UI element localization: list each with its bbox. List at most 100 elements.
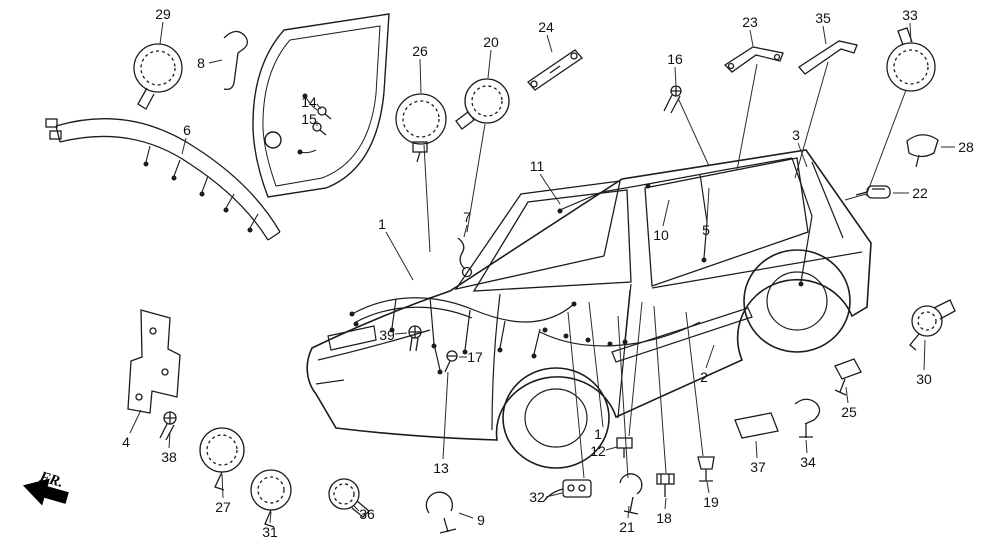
leader-line [423, 144, 431, 253]
part-number-label: 1 [378, 216, 386, 232]
leader-line [539, 173, 561, 205]
leader-line [567, 311, 585, 479]
part-number-label: 24 [538, 19, 554, 35]
rear-wheel [743, 249, 851, 353]
leader-line [865, 89, 907, 197]
fr-arrow-icon [22, 478, 69, 506]
part-29-ring-clamp [133, 43, 183, 110]
part-number-label: 3 [792, 127, 800, 143]
parts [127, 27, 956, 534]
leader-line [168, 431, 171, 449]
leader-line [546, 34, 553, 53]
part-17-bolt [444, 350, 458, 373]
part-number-label: 27 [215, 499, 231, 515]
part-number-label: 28 [958, 139, 974, 155]
windshield [454, 180, 621, 290]
part-number-label: 5 [702, 222, 710, 238]
leader-line [664, 497, 667, 510]
part-26-ring-clamp [395, 93, 447, 163]
part-number-label: 2 [700, 369, 708, 385]
leader-line [909, 22, 912, 43]
door-front-seam [491, 293, 501, 431]
part-21-hook-clamp [619, 473, 643, 515]
part-16-bolt [663, 85, 682, 114]
part-number-label: 9 [477, 512, 485, 528]
part-number-label: 10 [653, 227, 669, 243]
part-24-strap-bracket [527, 49, 583, 91]
headlight [327, 325, 377, 351]
part-7-sub-wire [457, 237, 473, 278]
leader-line [749, 29, 754, 47]
part-8-hook-clip [223, 30, 249, 91]
roof-harness [559, 157, 813, 283]
part-number-label: 14 [301, 94, 317, 110]
part-number-label: 15 [301, 111, 317, 127]
part-number-label: 31 [262, 524, 278, 540]
part-36-ring-clamp [328, 478, 370, 518]
part-number-label: 17 [467, 349, 483, 365]
leader-line [706, 481, 710, 494]
leader-line [628, 301, 643, 437]
leader-line [706, 187, 710, 222]
leader-line [545, 492, 563, 498]
leader-line [662, 199, 670, 227]
leader-line [487, 49, 492, 79]
leader-line [923, 339, 926, 371]
part-number-label: 36 [359, 506, 375, 522]
leader-line [805, 439, 808, 454]
leader-line [674, 66, 677, 86]
bumper-line [315, 379, 345, 385]
part-37-pad [734, 412, 779, 439]
leader-line [181, 137, 187, 155]
part-33-ring-clamp [886, 27, 936, 92]
part-number-label: 13 [433, 460, 449, 476]
part-number-label: 18 [656, 510, 672, 526]
part-number-label: 20 [483, 34, 499, 50]
leader-line [797, 142, 808, 168]
leader-line [159, 21, 164, 45]
leader-line [419, 58, 422, 94]
part-number-label: 34 [800, 454, 816, 470]
leader-line [677, 97, 710, 167]
part-number-label: 11 [530, 158, 545, 174]
part-number-label: 21 [619, 519, 635, 535]
part-number-label: 6 [183, 122, 191, 138]
leader-line [352, 504, 360, 512]
leader-line [845, 386, 849, 404]
leader-line [736, 63, 758, 171]
part-12-clip [616, 437, 633, 458]
leader-line [617, 315, 629, 479]
belt-line [651, 251, 863, 289]
front-wheel [502, 367, 610, 469]
part-number-label: 35 [815, 10, 831, 26]
part-number-label: 33 [902, 7, 918, 23]
leader-line [794, 61, 829, 179]
part-31-ring-clamp [250, 469, 292, 528]
part-number-label: 7 [463, 209, 471, 225]
part-30-clamp-bracket [909, 299, 956, 351]
cabin-harness-6-connectors [143, 161, 253, 233]
part-number-label: 22 [912, 185, 928, 201]
door-panel-connectors [297, 93, 308, 155]
part-number-label: 19 [703, 494, 719, 510]
car-body [306, 149, 872, 469]
part-number-label: 38 [161, 449, 177, 465]
leader-line [458, 512, 474, 519]
part-25-clip [834, 358, 862, 396]
leader-line [653, 305, 667, 474]
leader-line [316, 103, 322, 110]
leader-line [685, 311, 704, 457]
leader-line [822, 25, 827, 45]
rear-wheel-rim [766, 271, 828, 331]
part-number-label: 30 [916, 371, 932, 387]
part-number-label: 12 [590, 443, 606, 459]
leader-line [394, 332, 408, 335]
car-body-outline [306, 149, 872, 441]
part-38-bolt [159, 411, 177, 441]
part-14-bolt [317, 106, 332, 120]
door-window [472, 189, 632, 292]
leader-line [755, 440, 758, 459]
